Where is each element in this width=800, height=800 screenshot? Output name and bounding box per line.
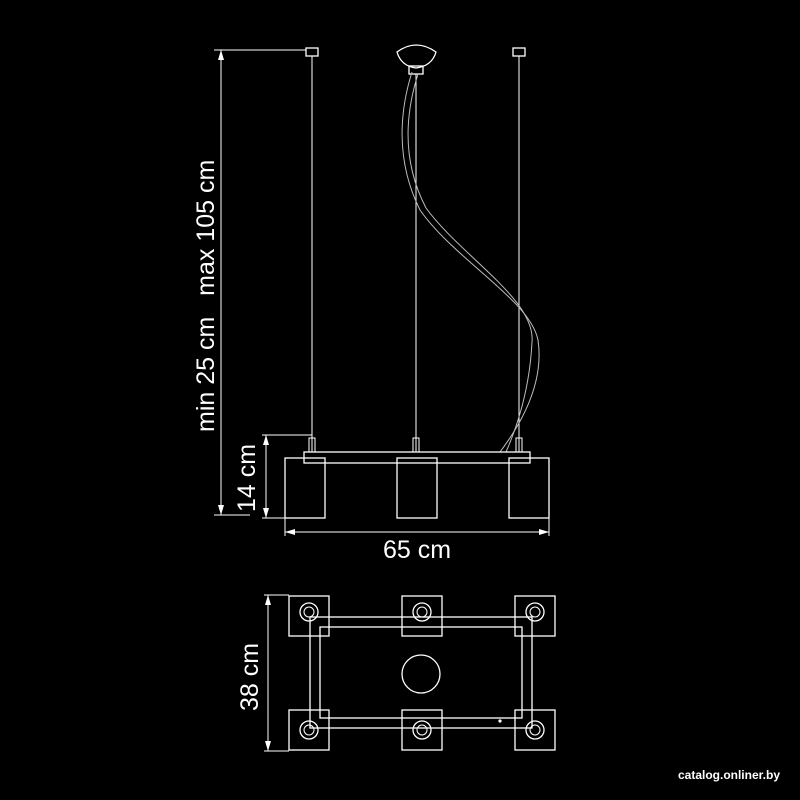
height-range-label: min 25 cm max 105 cm <box>192 160 220 432</box>
power-cord-inner <box>407 73 533 453</box>
side-view: min 25 cm max 105 cm 14 cm 65 cm <box>192 44 550 564</box>
body-height-label: 14 cm <box>233 444 261 512</box>
lamp-shade-left <box>284 457 326 519</box>
cable-fixing-center <box>412 437 420 453</box>
depth-label: 38 cm <box>236 643 264 711</box>
width-arrow-left <box>285 529 295 535</box>
top-view: 38 cm <box>236 594 556 752</box>
top-lamp-3 <box>514 595 556 637</box>
body-height-arrow-top <box>263 435 269 445</box>
cord-entry-dot <box>498 719 502 723</box>
top-lamp-2 <box>401 595 443 637</box>
lamp-shade-center <box>396 457 438 519</box>
depth-arrow-top <box>265 595 271 605</box>
power-cord <box>401 71 540 453</box>
height-arrow-top <box>218 50 224 60</box>
top-frame-outer <box>309 616 533 729</box>
cable-fixing-left <box>308 437 316 453</box>
top-lamp-1 <box>288 595 330 637</box>
top-lamp-6 <box>514 709 556 751</box>
top-frame-inner <box>319 626 523 719</box>
width-label: 65 cm <box>383 536 451 564</box>
top-canopy-circle <box>401 654 441 694</box>
ceiling-mount-left <box>305 47 319 57</box>
ceiling-canopy <box>396 44 437 69</box>
cable-fixing-right <box>515 437 523 453</box>
ceiling-mount-right <box>512 47 526 57</box>
width-arrow-right <box>539 529 549 535</box>
watermark: catalog.onliner.by <box>677 768 780 782</box>
depth-arrow-bottom <box>265 741 271 751</box>
top-lamp-4 <box>288 709 330 751</box>
height-arrow-bottom <box>218 505 224 515</box>
body-height-arrow-bottom <box>263 508 269 518</box>
lamp-shade-right <box>508 457 550 519</box>
top-lamp-5 <box>401 709 443 751</box>
